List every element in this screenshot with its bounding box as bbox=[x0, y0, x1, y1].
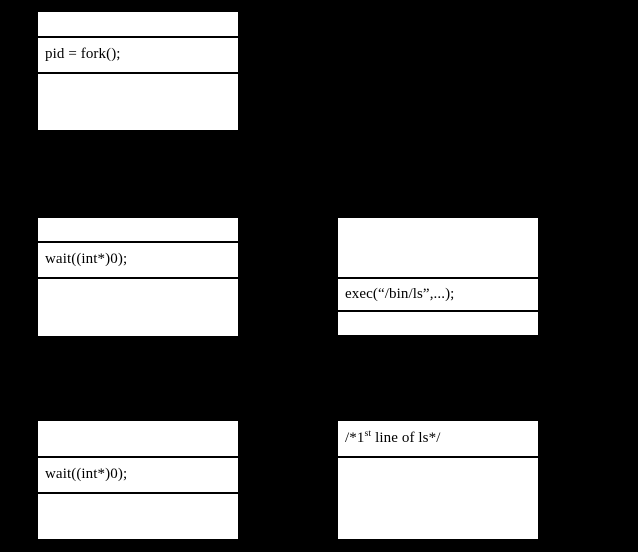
process-frame-parent-wait-1: wait((int*)0); bbox=[37, 217, 239, 337]
frame-cell-code-wait: wait((int*)0); bbox=[38, 241, 238, 277]
frame-cell-empty-bottom bbox=[38, 277, 238, 336]
frame-cell-empty-top bbox=[38, 218, 238, 241]
frame-cell-empty-bottom bbox=[38, 492, 238, 539]
frame-cell-empty-bottom bbox=[338, 310, 538, 335]
cell-text: pid = fork(); bbox=[45, 46, 121, 63]
comment-ordinal-suffix: st bbox=[364, 427, 372, 439]
frame-cell-empty-bottom bbox=[38, 72, 238, 130]
comment-suffix: line of ls*/ bbox=[371, 429, 441, 446]
cell-text: exec(“/bin/ls”,...); bbox=[345, 285, 455, 302]
cell-text: wait((int*)0); bbox=[45, 251, 128, 268]
frame-cell-empty-top bbox=[338, 218, 538, 277]
frame-cell-code-wait: wait((int*)0); bbox=[38, 456, 238, 492]
process-frame-child-output: /*1st line of ls*/ bbox=[337, 420, 539, 540]
cell-text: wait((int*)0); bbox=[45, 466, 128, 483]
process-frame-child-exec: exec(“/bin/ls”,...); bbox=[337, 217, 539, 336]
frame-cell-code-exec: exec(“/bin/ls”,...); bbox=[338, 277, 538, 310]
frame-cell-empty-top bbox=[38, 421, 238, 456]
process-frame-parent-fork: pid = fork(); bbox=[37, 11, 239, 131]
frame-cell-empty-top bbox=[38, 12, 238, 36]
frame-cell-empty-bottom bbox=[338, 456, 538, 539]
process-frame-parent-wait-2: wait((int*)0); bbox=[37, 420, 239, 540]
cell-text-comment: /*1st line of ls*/ bbox=[338, 427, 441, 447]
frame-cell-code-fork: pid = fork(); bbox=[38, 36, 238, 72]
comment-prefix: /*1 bbox=[345, 429, 365, 446]
frame-cell-comment-output: /*1st line of ls*/ bbox=[338, 421, 538, 456]
